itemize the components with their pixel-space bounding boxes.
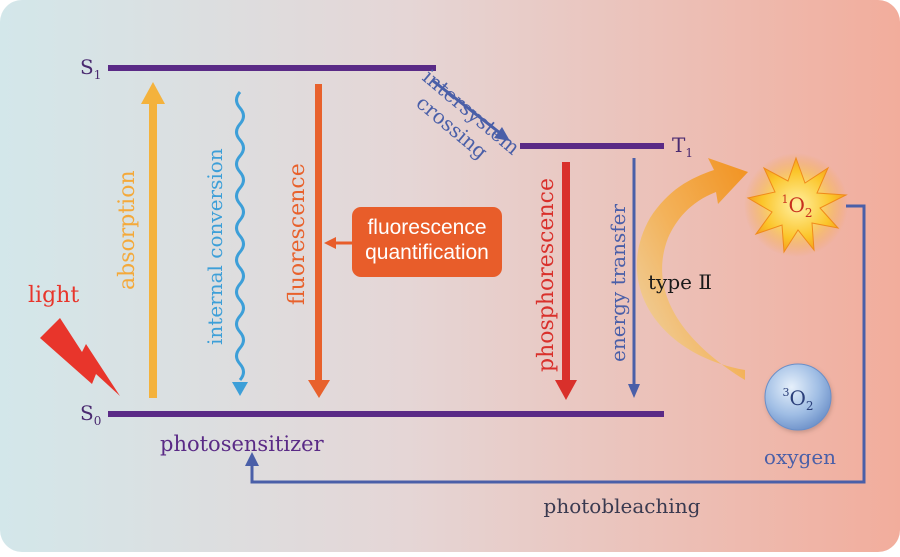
type-ii-label: type Ⅱ bbox=[648, 270, 712, 294]
t1-label: T1 bbox=[672, 133, 693, 160]
absorption-label: absorption bbox=[115, 170, 140, 290]
lightning-icon bbox=[40, 318, 120, 396]
oxygen-label: oxygen bbox=[764, 445, 836, 469]
triplet-oxygen-label: 3O2 bbox=[782, 386, 813, 413]
type-ii-arrow bbox=[636, 158, 748, 380]
s1-label: S1 bbox=[80, 55, 101, 82]
quantification-line1: fluorescence bbox=[367, 216, 486, 239]
internal-conversion-label: internal conversion bbox=[203, 148, 227, 345]
quantification-line2: quantification bbox=[365, 241, 489, 264]
intersystem-crossing-arrow bbox=[431, 78, 510, 141]
photosensitizer-label: photosensitizer bbox=[160, 432, 325, 456]
phosphorescence-arrow bbox=[555, 162, 577, 400]
singlet-oxygen-label: 1O2 bbox=[781, 193, 812, 220]
energy-transfer-label: energy transfer bbox=[606, 204, 630, 362]
energy-transfer-arrow bbox=[628, 158, 640, 398]
photobleaching-arrow bbox=[245, 204, 866, 484]
triplet-oxygen-sphere bbox=[764, 363, 832, 431]
s0-label: S0 bbox=[80, 401, 101, 428]
fluorescence-label: fluorescence bbox=[285, 163, 310, 305]
fluorescence-quantification-box: fluorescence quantification bbox=[324, 207, 502, 277]
absorption-arrow bbox=[141, 82, 165, 398]
fluorescence-arrow bbox=[308, 84, 330, 398]
singlet-oxygen-star bbox=[744, 153, 848, 257]
photobleaching-label: photobleaching bbox=[544, 494, 701, 518]
phosphorescence-label: phosphorescence bbox=[534, 178, 559, 372]
internal-conversion-arrow bbox=[232, 91, 248, 396]
light-label: light bbox=[28, 283, 79, 308]
